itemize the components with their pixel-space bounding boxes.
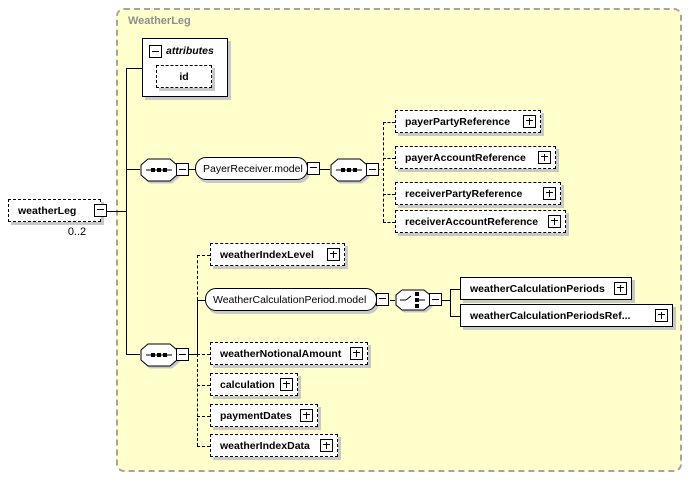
collapse-icon[interactable] — [149, 45, 162, 58]
element-label: paymentDates — [220, 409, 292, 422]
attribute-label: id — [179, 70, 189, 83]
connector-line — [450, 289, 451, 316]
connector-line — [126, 68, 127, 355]
element-payerPartyReference[interactable]: payerPartyReference — [395, 110, 541, 133]
element-label: calculation — [220, 378, 275, 391]
expand-icon[interactable] — [280, 377, 293, 391]
element-paymentDates[interactable]: paymentDates — [210, 404, 318, 427]
element-label: weatherNotionalAmount — [220, 347, 342, 360]
element-weatherIndexLevel[interactable]: weatherIndexLevel — [210, 243, 345, 266]
connector-line — [126, 169, 140, 170]
attributes-box[interactable]: attributes id — [142, 38, 228, 97]
expand-icon[interactable] — [523, 114, 536, 128]
element-label: payerAccountReference — [405, 151, 526, 164]
connector-line — [450, 289, 460, 290]
expand-icon[interactable] — [614, 281, 627, 295]
element-payerAccountReference[interactable]: payerAccountReference — [395, 146, 556, 169]
element-receiverPartyReference[interactable]: receiverPartyReference — [395, 182, 561, 205]
element-weatherNotionalAmount[interactable]: weatherNotionalAmount — [210, 342, 368, 365]
connector-line — [197, 300, 198, 354]
element-label: payerPartyReference — [405, 115, 511, 128]
expand-icon[interactable] — [548, 214, 561, 228]
expand-icon[interactable] — [350, 346, 363, 360]
element-label: receiverAccountReference — [405, 215, 539, 228]
group-payerreceiver-model[interactable]: PayerReceiver.model — [195, 157, 320, 180]
expand-icon[interactable] — [300, 408, 313, 422]
attribute-id[interactable]: id — [156, 65, 212, 88]
cardinality-label: 0..2 — [67, 226, 87, 238]
element-label: receiverPartyReference — [405, 187, 523, 200]
connector-line — [189, 354, 198, 355]
expand-icon[interactable] — [327, 247, 340, 261]
element-weatherIndexData[interactable]: weatherIndexData — [210, 434, 338, 457]
connector-line — [383, 122, 395, 123]
connector-line — [390, 300, 395, 301]
connector-line — [197, 255, 198, 300]
connector-line — [197, 446, 210, 447]
element-label: weatherCalculationPeriodsRef... — [470, 309, 631, 322]
attributes-label: attributes — [166, 45, 214, 57]
connector-line — [126, 68, 142, 69]
collapse-icon[interactable] — [376, 292, 389, 306]
element-calculation[interactable]: calculation — [210, 373, 298, 396]
sequence-icon[interactable] — [140, 158, 190, 182]
connector-line — [189, 169, 196, 170]
connector-line — [442, 300, 450, 301]
connector-line — [383, 122, 384, 222]
collapse-icon[interactable] — [307, 161, 320, 175]
expand-icon[interactable] — [543, 186, 556, 200]
connector-line — [104, 211, 127, 212]
group-weathercalculationperiod-model[interactable]: WeatherCalculationPeriod.model — [205, 288, 389, 311]
connector-line — [383, 222, 395, 223]
container-title: WeatherLeg — [128, 15, 191, 27]
group-label: WeatherCalculationPeriod.model — [213, 293, 367, 306]
connector-line — [197, 385, 210, 386]
sequence-icon[interactable] — [140, 343, 190, 367]
expand-icon[interactable] — [538, 150, 551, 164]
connector-line — [197, 416, 210, 417]
connector-line — [197, 354, 210, 355]
choice-icon[interactable] — [395, 289, 445, 313]
element-label: weatherIndexLevel — [220, 248, 314, 261]
element-weatherLeg[interactable]: weatherLeg — [8, 199, 107, 222]
collapse-icon[interactable] — [429, 293, 442, 306]
element-receiverAccountReference[interactable]: receiverAccountReference — [395, 210, 566, 233]
element-weatherCalculationPeriodsReference[interactable]: weatherCalculationPeriodsRef... — [460, 304, 673, 327]
expand-icon[interactable] — [655, 308, 668, 322]
element-weatherCalculationPeriods[interactable]: weatherCalculationPeriods — [460, 277, 632, 300]
element-label: weatherIndexData — [220, 439, 310, 452]
group-label: PayerReceiver.model — [203, 162, 303, 175]
collapse-icon[interactable] — [176, 163, 189, 176]
collapse-icon[interactable] — [94, 203, 107, 217]
connector-line — [197, 300, 205, 301]
connector-line — [126, 354, 140, 355]
connector-line — [450, 316, 460, 317]
collapse-icon[interactable] — [176, 348, 189, 361]
connector-line — [197, 354, 198, 446]
expand-icon[interactable] — [320, 438, 333, 452]
connector-line — [377, 169, 384, 170]
collapse-icon[interactable] — [366, 163, 379, 176]
element-label: weatherCalculationPeriods — [470, 282, 605, 295]
connector-line — [320, 169, 330, 170]
connector-line — [383, 158, 395, 159]
element-label: weatherLeg — [18, 204, 77, 217]
connector-line — [197, 255, 210, 256]
sequence-icon[interactable] — [330, 158, 380, 182]
connector-line — [383, 194, 395, 195]
